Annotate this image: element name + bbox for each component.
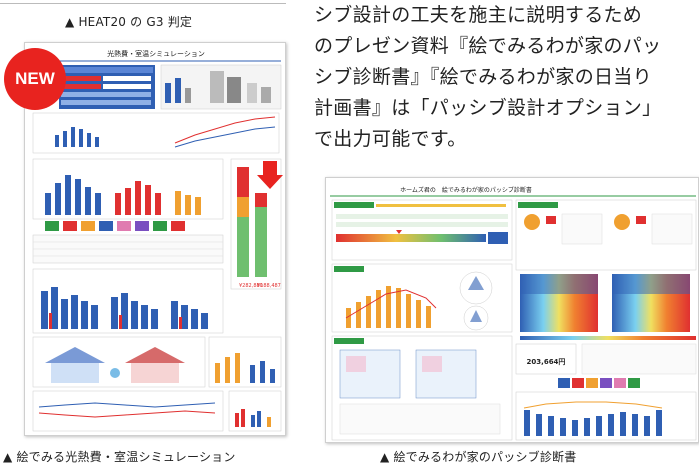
paragraph-line: で出力可能です。 xyxy=(314,128,467,150)
new-badge: NEW xyxy=(4,48,66,110)
paragraph-line: のプレゼン資料『絵でみるわが家のパッ xyxy=(314,35,662,57)
simulation-document-graphic: 光熱費・室温シミュレーション xyxy=(25,43,285,432)
simulation-document-thumbnail: 光熱費・室温シミュレーション xyxy=(24,42,286,436)
passive-diagnosis-document-graphic: ホームズ君の 絵でみるわが家のパッシブ診断書 xyxy=(330,186,697,441)
top-divider xyxy=(0,0,286,4)
caption-simulation: ▲ 絵でみる光熱費・室温シミュレーション xyxy=(3,450,236,464)
right-doc-title: ホームズ君の 絵でみるわが家のパッシブ診断書 xyxy=(400,186,532,194)
left-doc-title: 光熱費・室温シミュレーション xyxy=(107,49,205,58)
paragraph-line: 計画書』は「パッシブ設計オプション」 xyxy=(314,97,662,119)
passive-diagnosis-document-thumbnail: ホームズ君の 絵でみるわが家のパッシブ診断書 xyxy=(325,177,699,443)
caption-passive-diagnosis: ▲ 絵でみるわが家のパッシブ診断書 xyxy=(380,450,577,464)
paragraph-line: シブ設計の工夫を施主に説明するため xyxy=(314,4,643,26)
caption-heat20: ▲ HEAT20 の G3 判定 xyxy=(65,15,193,29)
left-doc-value-1: ¥282,880 xyxy=(239,283,263,289)
description-paragraph: シブ設計の工夫を施主に説明するため のプレゼン資料『絵でみるわが家のパッ シブ診… xyxy=(314,0,699,155)
left-doc-value-2: ¥188,487 xyxy=(257,283,281,289)
right-doc-value: 203,664円 xyxy=(527,358,566,366)
paragraph-line: シブ診断書』『絵でみるわが家の日当り xyxy=(314,66,652,88)
